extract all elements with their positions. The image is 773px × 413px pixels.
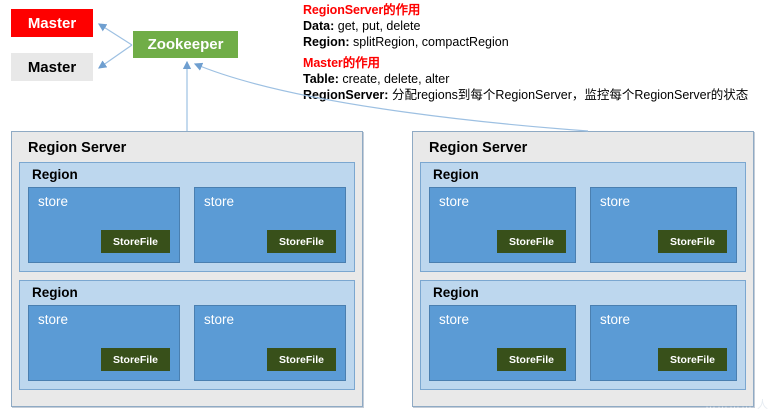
store[interactable]: store StoreFile [429, 187, 576, 263]
annotation-key: RegionServer: [303, 88, 389, 102]
annotation-value: get, put, delete [337, 19, 421, 33]
region-server-left[interactable]: Region Server Region store StoreFile sto… [11, 131, 363, 407]
annotation-title: Master的作用 [303, 56, 380, 70]
region[interactable]: Region store StoreFile store StoreFile [19, 280, 355, 390]
annotation-row: Data: get, put, delete [303, 18, 509, 34]
region-title: Region [433, 285, 479, 300]
store[interactable]: store StoreFile [429, 305, 576, 381]
region[interactable]: Region store StoreFile store StoreFile [19, 162, 355, 272]
annotation-regionserver-role: RegionServer的作用 Data: get, put, delete R… [303, 2, 509, 50]
store-label: store [204, 312, 235, 327]
region-title: Region [433, 167, 479, 182]
store-label: store [38, 312, 69, 327]
arrow-zookeeper-to-master-standby [98, 44, 133, 69]
store-row: store StoreFile store StoreFile [28, 305, 346, 381]
store-row: store StoreFile store StoreFile [429, 305, 737, 381]
annotation-value: create, delete, alter [342, 72, 450, 86]
node-master-active[interactable]: Master [11, 9, 93, 37]
node-zookeeper[interactable]: Zookeeper [133, 31, 238, 58]
storefile[interactable]: StoreFile [658, 230, 727, 253]
annotation-key: Data: [303, 19, 335, 33]
store[interactable]: store StoreFile [194, 187, 346, 263]
region-server-title: Region Server [429, 140, 528, 156]
store-label: store [439, 312, 470, 327]
node-master-standby[interactable]: Master [11, 53, 93, 81]
watermark: ………… 人 [704, 399, 769, 411]
store[interactable]: store StoreFile [194, 305, 346, 381]
storefile[interactable]: StoreFile [658, 348, 727, 371]
store[interactable]: store StoreFile [28, 187, 180, 263]
annotation-key: Table: [303, 72, 339, 86]
annotation-title: RegionServer的作用 [303, 3, 421, 17]
store-label: store [38, 194, 69, 209]
storefile[interactable]: StoreFile [101, 230, 170, 253]
annotation-master-role: Master的作用 Table: create, delete, alter R… [303, 55, 748, 103]
region-title: Region [32, 167, 78, 182]
storefile[interactable]: StoreFile [267, 348, 336, 371]
annotation-row: RegionServer: 分配regions到每个RegionServer，监… [303, 87, 748, 103]
annotation-value: splitRegion, compactRegion [353, 35, 509, 49]
arrow-zookeeper-to-master-active [97, 23, 133, 46]
region-server-title: Region Server [28, 140, 127, 156]
storefile[interactable]: StoreFile [267, 230, 336, 253]
store[interactable]: store StoreFile [28, 305, 180, 381]
storefile[interactable]: StoreFile [101, 348, 170, 371]
storefile[interactable]: StoreFile [497, 230, 566, 253]
store[interactable]: store StoreFile [590, 305, 737, 381]
region[interactable]: Region store StoreFile store StoreFile [420, 280, 746, 390]
region-title: Region [32, 285, 78, 300]
store-label: store [439, 194, 470, 209]
region-server-right[interactable]: Region Server Region store StoreFile sto… [412, 131, 754, 407]
store-label: store [600, 312, 631, 327]
store[interactable]: store StoreFile [590, 187, 737, 263]
store-label: store [204, 194, 235, 209]
annotation-key: Region: [303, 35, 350, 49]
region[interactable]: Region store StoreFile store StoreFile [420, 162, 746, 272]
store-row: store StoreFile store StoreFile [28, 187, 346, 263]
annotation-row: Region: splitRegion, compactRegion [303, 34, 509, 50]
annotation-value: 分配regions到每个RegionServer，监控每个RegionServe… [391, 88, 749, 102]
store-label: store [600, 194, 631, 209]
store-row: store StoreFile store StoreFile [429, 187, 737, 263]
annotation-row: Table: create, delete, alter [303, 71, 748, 87]
storefile[interactable]: StoreFile [497, 348, 566, 371]
